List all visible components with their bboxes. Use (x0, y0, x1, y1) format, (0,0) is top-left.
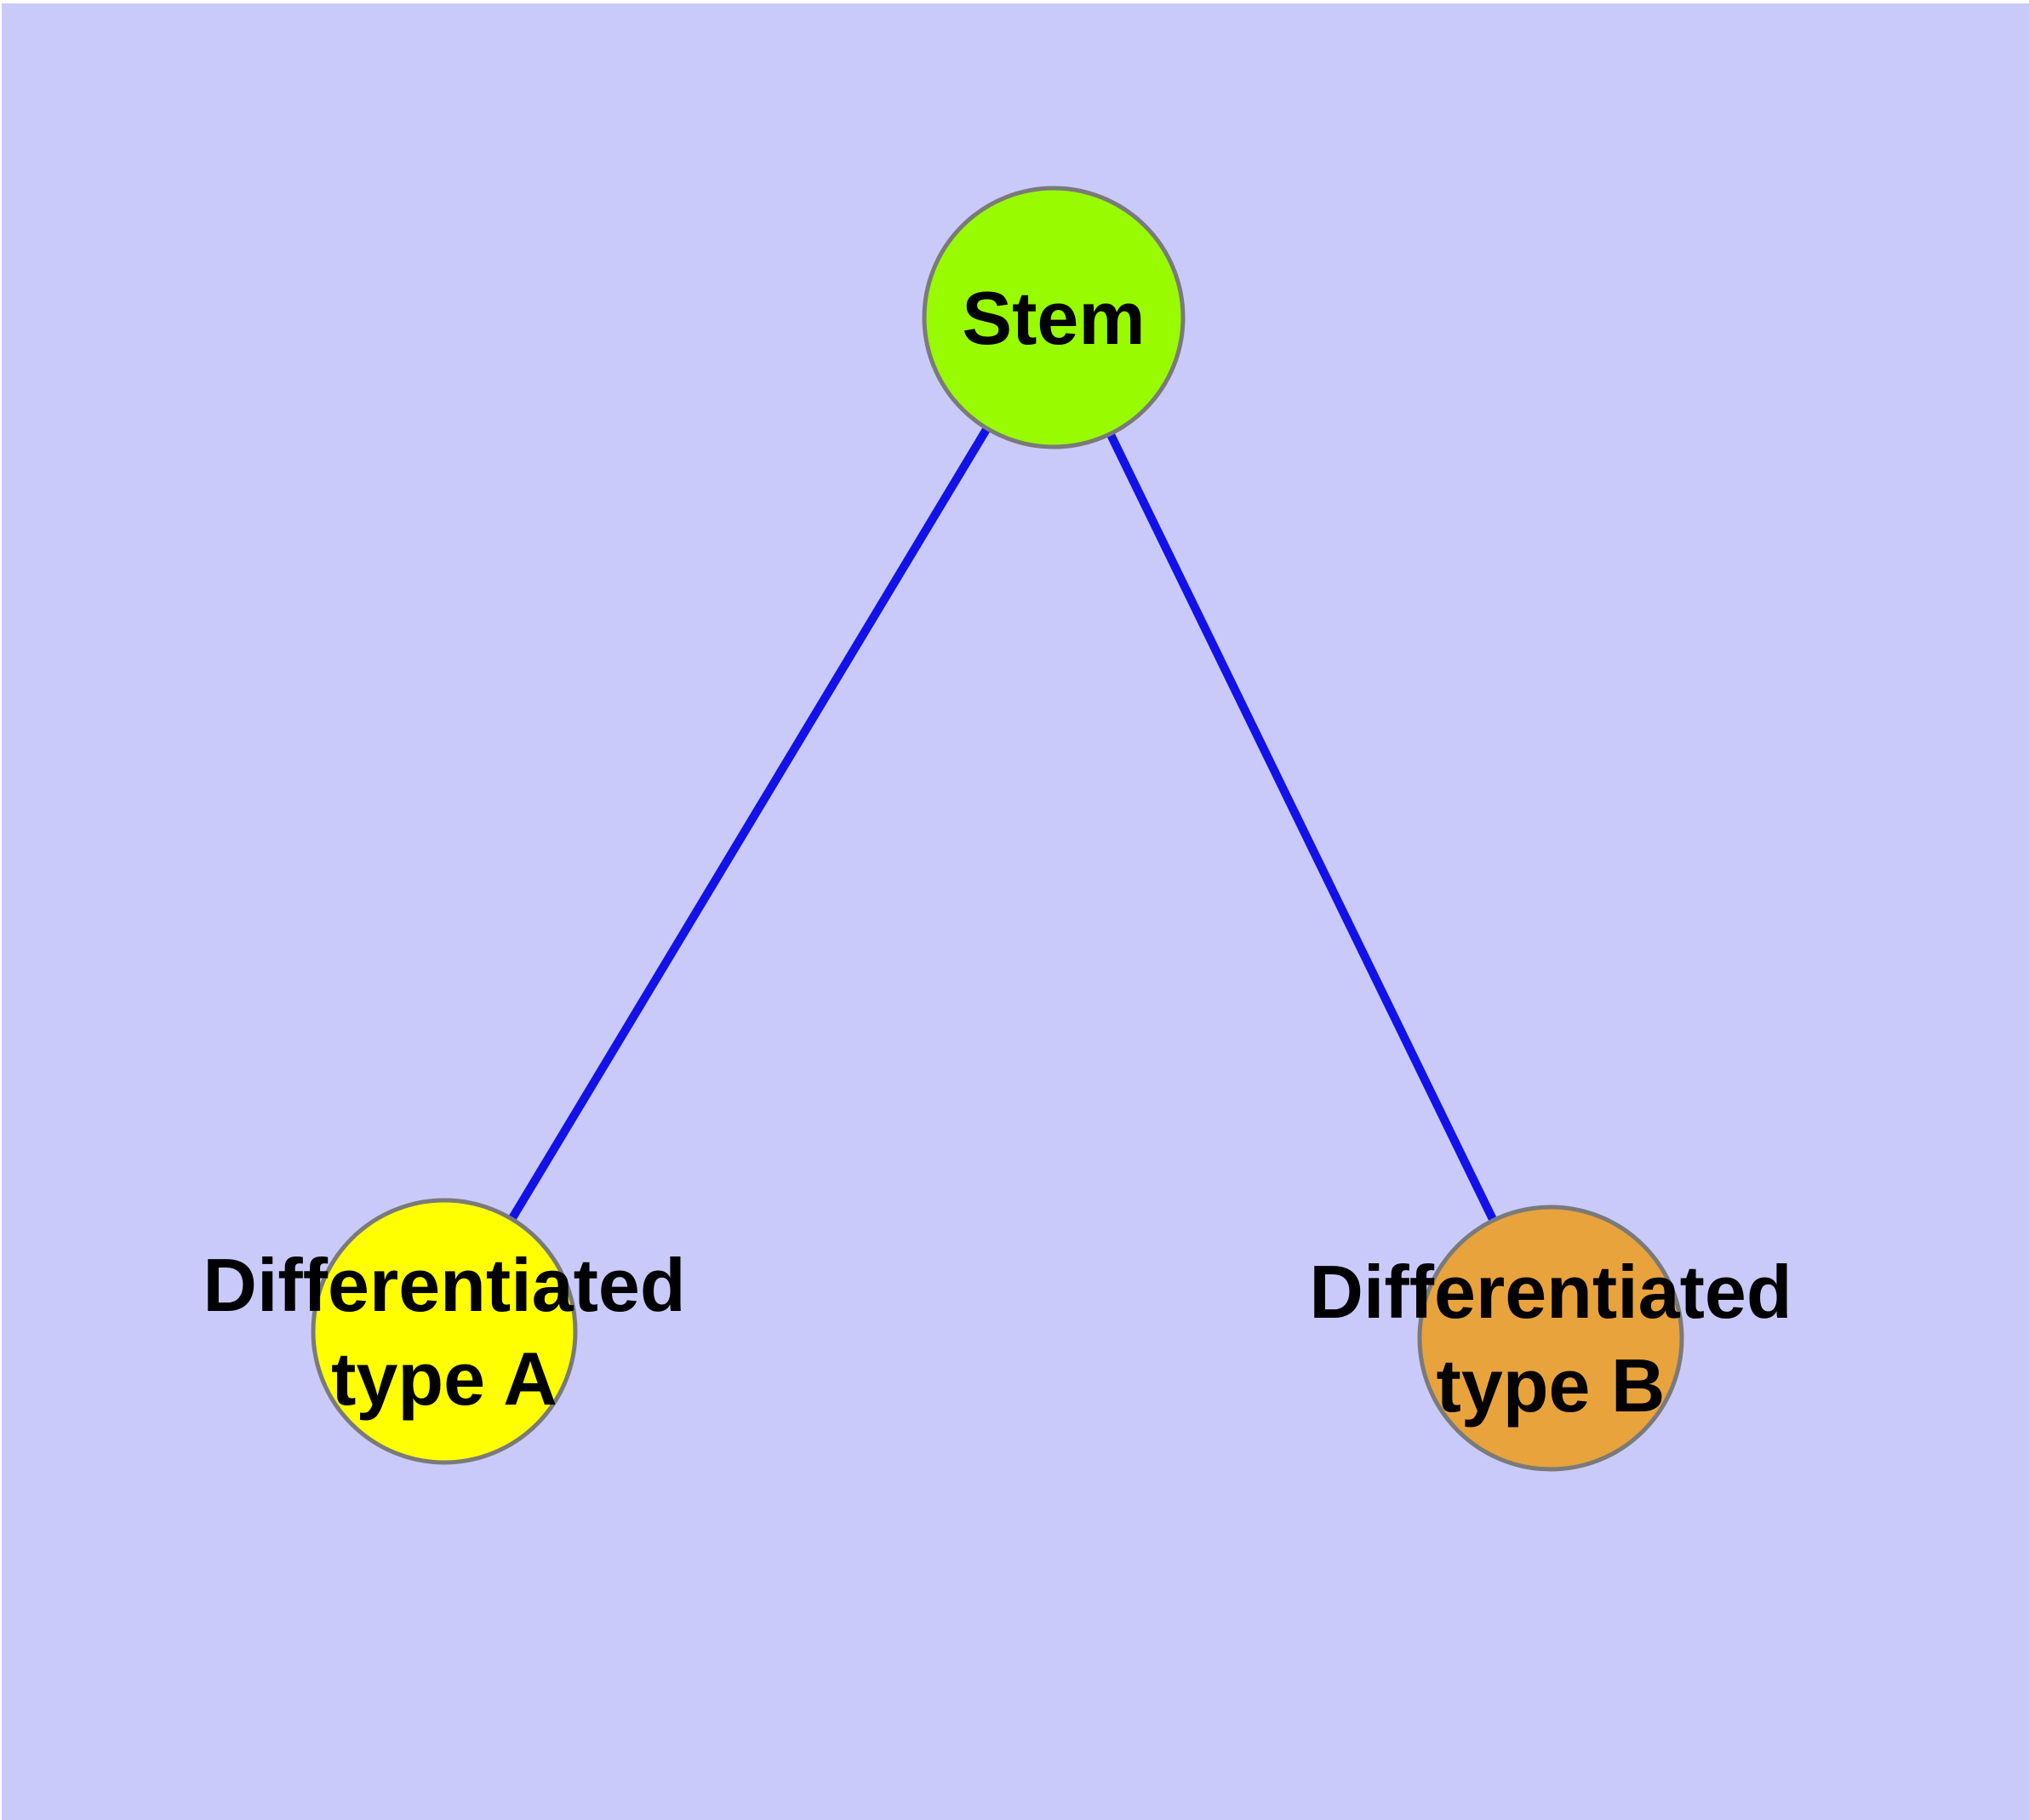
node-label-stem: Stem (962, 276, 1145, 360)
node-label-line: Differentiated (203, 1243, 685, 1327)
node-label-differentiated-type-b: Differentiated type B (1309, 1250, 1792, 1428)
node-label-line: type A (331, 1336, 557, 1421)
node-label-line: type B (1437, 1343, 1666, 1428)
node-label-line: Stem (962, 276, 1145, 360)
node-differentiated-type-b (1417, 1205, 1684, 1472)
node-label-line: Differentiated (1309, 1250, 1792, 1334)
node-stem (922, 186, 1186, 449)
node-differentiated-type-a (311, 1198, 578, 1465)
edge-layer (440, 313, 1555, 1342)
edge-stem-to-differentiated-type-a (440, 313, 1058, 1336)
node-label-differentiated-type-a: Differentiated type A (203, 1243, 685, 1421)
node-layer (311, 186, 1684, 1472)
edge-stem-to-differentiated-type-b (1049, 313, 1555, 1342)
